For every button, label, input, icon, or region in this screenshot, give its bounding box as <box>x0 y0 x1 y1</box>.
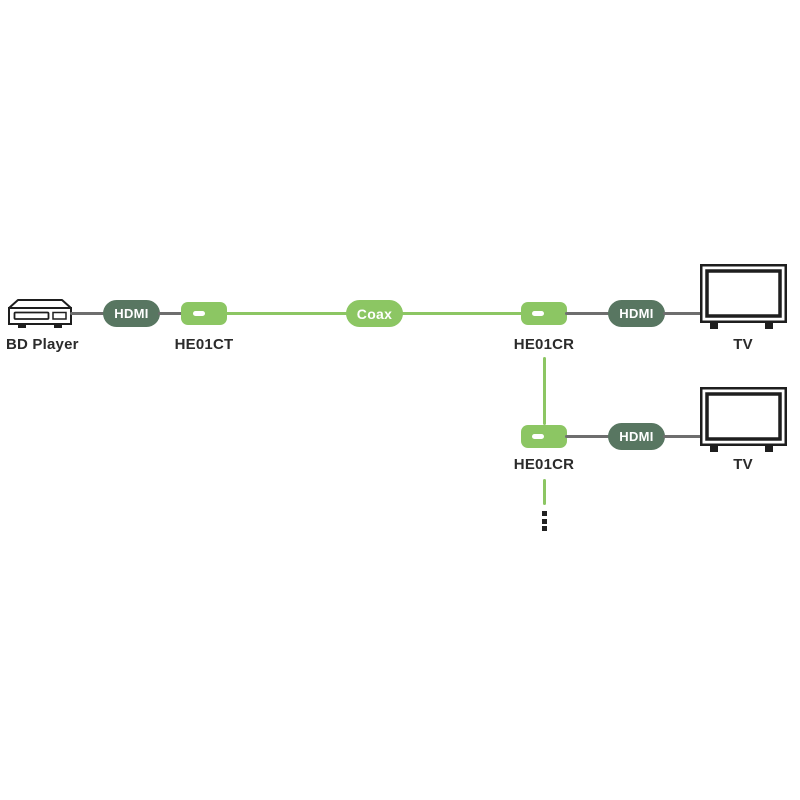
device-led-slot <box>532 311 544 316</box>
cable-hdmi-tv2 <box>663 435 702 438</box>
coax-badge: Coax <box>346 300 403 327</box>
coax-cable-right <box>401 312 523 315</box>
cable-bdplayer-hdmi <box>70 312 105 315</box>
receiver2-device <box>521 425 567 448</box>
bd-player-icon <box>8 299 72 328</box>
device-led-slot <box>193 311 205 316</box>
hdmi-badge-label: HDMI <box>114 306 149 321</box>
hdmi-badge-tv1: HDMI <box>608 300 665 327</box>
transmitter-label: HE01CT <box>174 336 234 353</box>
receiver1-label: HE01CR <box>513 336 575 353</box>
cable-receiver2-hdmi <box>565 435 610 438</box>
tv2-label: TV <box>733 456 753 473</box>
hdmi-badge-tv2: HDMI <box>608 423 665 450</box>
bd-player-label: BD Player <box>6 336 79 353</box>
tv2-icon <box>700 387 787 452</box>
coax-cable-daisychain <box>543 357 546 425</box>
hdmi-badge-label: HDMI <box>619 306 654 321</box>
tv1-icon <box>700 264 787 329</box>
tv1-label: TV <box>733 336 753 353</box>
hdmi-badge-source: HDMI <box>103 300 160 327</box>
hdmi-badge-label: HDMI <box>619 429 654 444</box>
more-receivers-ellipsis-icon <box>542 511 547 531</box>
coax-badge-label: Coax <box>356 305 393 322</box>
cable-receiver1-hdmi <box>565 312 610 315</box>
coax-cable-left <box>225 312 348 315</box>
receiver2-label: HE01CR <box>513 456 575 473</box>
cable-hdmi-transmitter <box>158 312 183 315</box>
cable-hdmi-tv1 <box>663 312 702 315</box>
device-led-slot <box>532 434 544 439</box>
receiver1-device <box>521 302 567 325</box>
transmitter-device <box>181 302 227 325</box>
coax-cable-extension-stub <box>543 479 546 505</box>
